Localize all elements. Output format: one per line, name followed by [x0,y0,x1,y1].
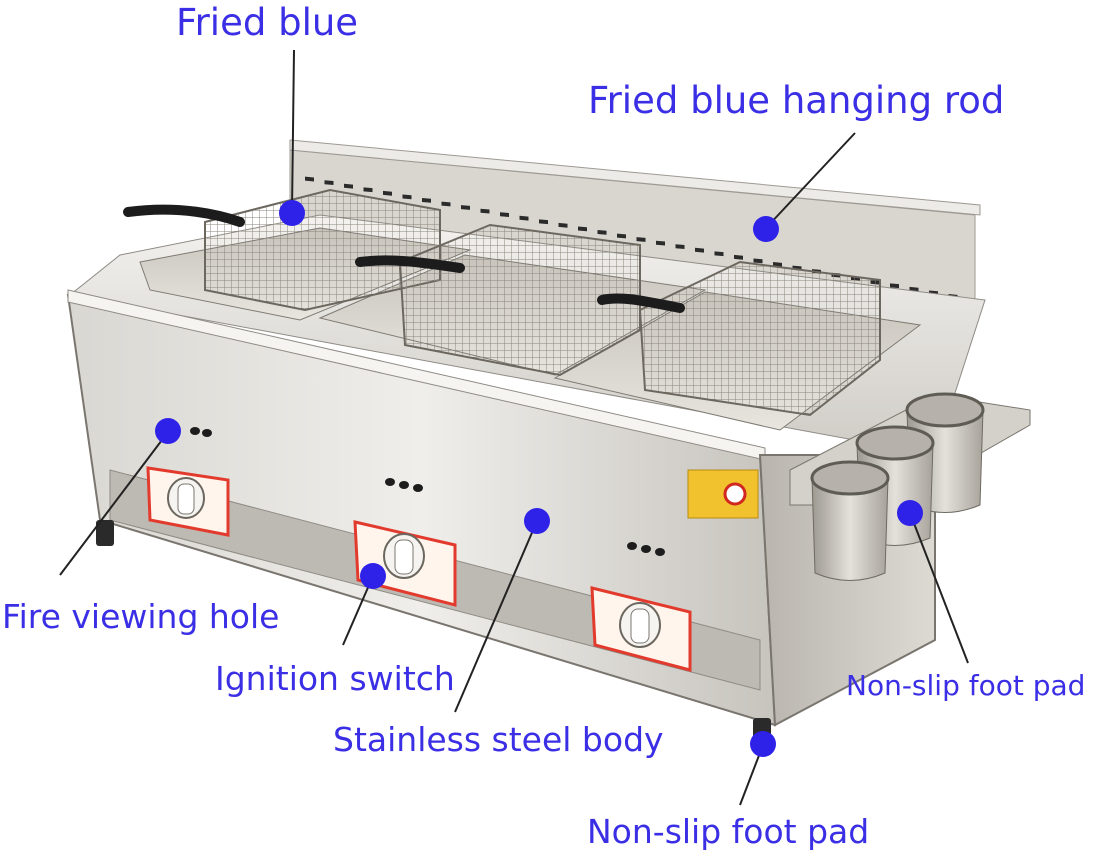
label-stainless-body: Stainless steel body [333,720,664,759]
callout-markers [155,200,923,757]
vent-slot [695,247,704,253]
cup-rim [810,460,890,496]
vent-slot [714,251,724,257]
cup [811,477,889,581]
vent-slot [734,254,743,260]
vent-slot [578,226,587,232]
label-foot-pad-front: Non-slip foot pad [587,812,870,851]
label-fried-basket: Fried blue [176,1,359,44]
warning-sticker [687,469,759,519]
vent-slot [617,233,626,239]
vent-slot [675,244,685,250]
vent-slot [500,212,509,218]
vent-slot [422,198,431,203]
vent-slot [441,201,451,207]
basket-center [355,223,641,377]
vent-slot [597,230,607,235]
label-ignition-switch: Ignition switch [215,659,455,698]
vent-slot [539,219,548,225]
vent-slot [753,258,763,264]
vent-slot [363,187,373,193]
vent-slot [656,240,665,246]
cup-rim [855,425,935,461]
label-foot-pad-side: Non-slip foot pad [846,669,1086,702]
vent-slot [402,194,412,200]
vent-slot [461,205,470,210]
vent-slot [383,190,392,196]
foot-left [96,520,114,546]
knob-right [590,586,692,672]
fire-holes [190,427,665,556]
knob-left [146,466,230,537]
cup-rim [905,392,985,428]
vent-slot [324,180,334,186]
vent-slot [305,176,314,182]
label-fire-viewing-hole: Fire viewing hole [2,597,280,636]
vent-slot [480,208,490,214]
label-hanging-rod: Fried blue hanging rod [588,79,1005,122]
vent-slot [636,237,646,242]
vent-slot [344,183,353,189]
vent-slot [519,215,529,221]
vent-slot [558,222,568,228]
basket-right [597,260,881,417]
vent-slot [890,283,899,289]
basket-left [123,188,441,312]
